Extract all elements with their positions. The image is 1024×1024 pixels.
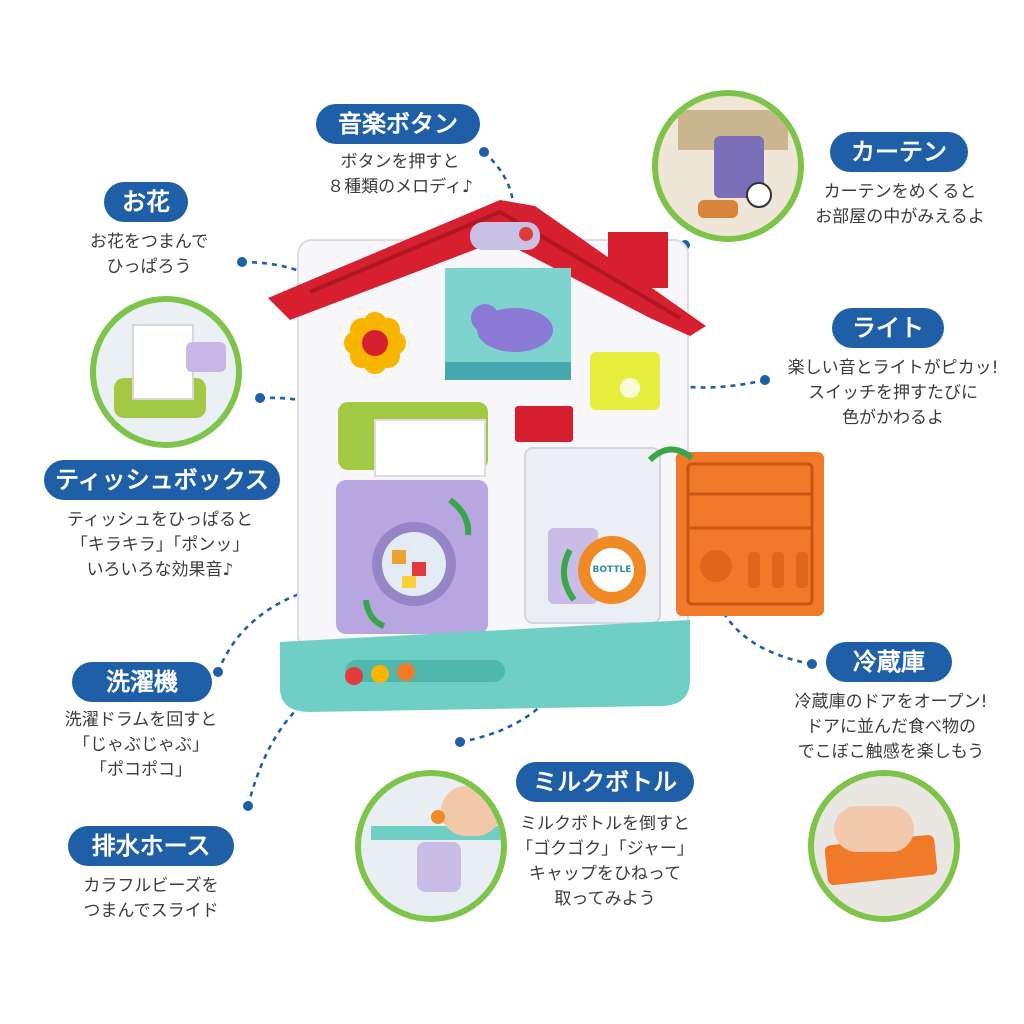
curtain-title: カーテン xyxy=(830,132,968,172)
fridge-door xyxy=(676,452,824,616)
flower-description: お花をつまんでひっぱろう xyxy=(89,232,209,277)
washer-description: 洗濯ドラムを回すと「じゃぶじゃぶ」「ポコポコ」 xyxy=(64,710,218,780)
tissue-box-description: ティッシュをひっぱると「キラキラ」「ポンッ」いろいろな効果音♪ xyxy=(67,510,253,580)
hose-description: カラフルビーズをつまんでスライド xyxy=(83,876,219,921)
curtain-description: カーテンをめくるとお部屋の中がみえるよ xyxy=(815,182,985,227)
fridge-photo xyxy=(808,770,960,922)
fridge-title: 冷蔵庫 xyxy=(826,642,952,682)
washer-title: 洗濯機 xyxy=(72,662,212,702)
flower-title: お花 xyxy=(104,182,188,222)
flower-toy xyxy=(344,312,406,374)
svg-text:BOTTLE: BOTTLE xyxy=(593,565,632,575)
tissue-photo xyxy=(90,296,242,448)
light-switch xyxy=(515,406,573,442)
light-description: 楽しい音とライトがピカッ!スイッチを押すたびに色がかわるよ xyxy=(787,358,999,428)
milk-bottle-title: ミルクボトル xyxy=(516,762,694,802)
music-button-title: 音楽ボタン xyxy=(316,104,480,144)
milk-bottle-description: ミルクボトルを倒すと「ゴクゴク」「ジャー」キャップをひねって取ってみよう xyxy=(516,814,694,909)
light-title: ライト xyxy=(832,308,944,348)
tissue-box-title: ティッシュボックス xyxy=(44,460,280,500)
fridge-description: 冷蔵庫のドアをオープン!ドアに並んだ食べ物のでこぼこ触感を楽しもう xyxy=(794,692,988,762)
milk-photo xyxy=(355,770,507,922)
curtain-photo xyxy=(652,90,804,242)
hose-title: 排水ホース xyxy=(68,826,234,866)
